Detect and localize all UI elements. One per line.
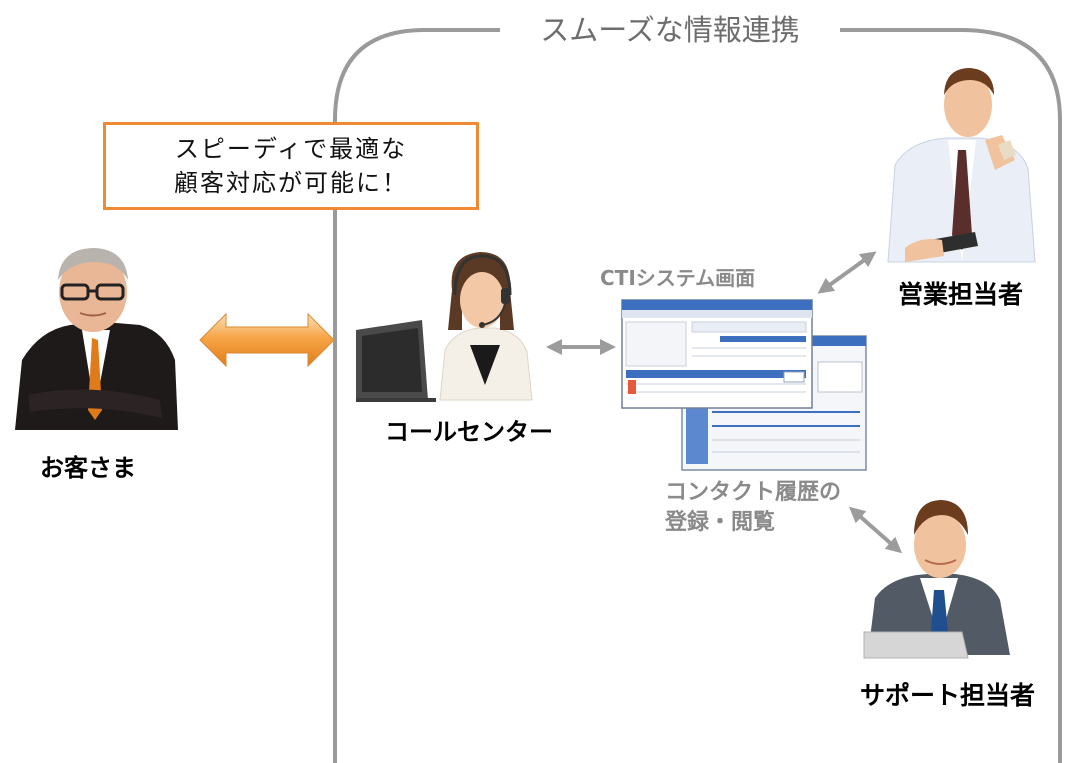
customer-callcenter-arrow	[199, 312, 335, 368]
support-label: サポート担当者	[860, 681, 1036, 710]
callout-line-2: 顧客対応が可能に！	[174, 169, 408, 197]
businessman-glasses-icon	[15, 248, 178, 430]
system-frame	[333, 28, 1062, 763]
contact-history-label-2: 登録・閲覧	[665, 510, 776, 535]
call-center-label: コールセンター	[385, 418, 553, 446]
callout-line-1: スピーディで最適な	[174, 135, 408, 163]
application-window-icon	[621, 299, 867, 471]
cti-screen-label: CTIシステム画面	[600, 266, 756, 290]
sales-label: 営業担当者	[898, 280, 1024, 309]
system-support-arrow	[848, 506, 903, 554]
businessman-phone-icon	[887, 68, 1036, 263]
benefit-callout: スピーディで最適な 顧客対応が可能に！	[103, 122, 479, 210]
frame-title: スムーズな情報連携	[500, 10, 840, 50]
system-sales-arrow	[817, 251, 877, 294]
contact-history-label-1: コンタクト履歴の	[665, 480, 842, 505]
headset-operator-icon	[356, 252, 533, 402]
businessman-laptop-icon	[863, 500, 1010, 659]
customer-label: お客さま	[40, 454, 136, 482]
